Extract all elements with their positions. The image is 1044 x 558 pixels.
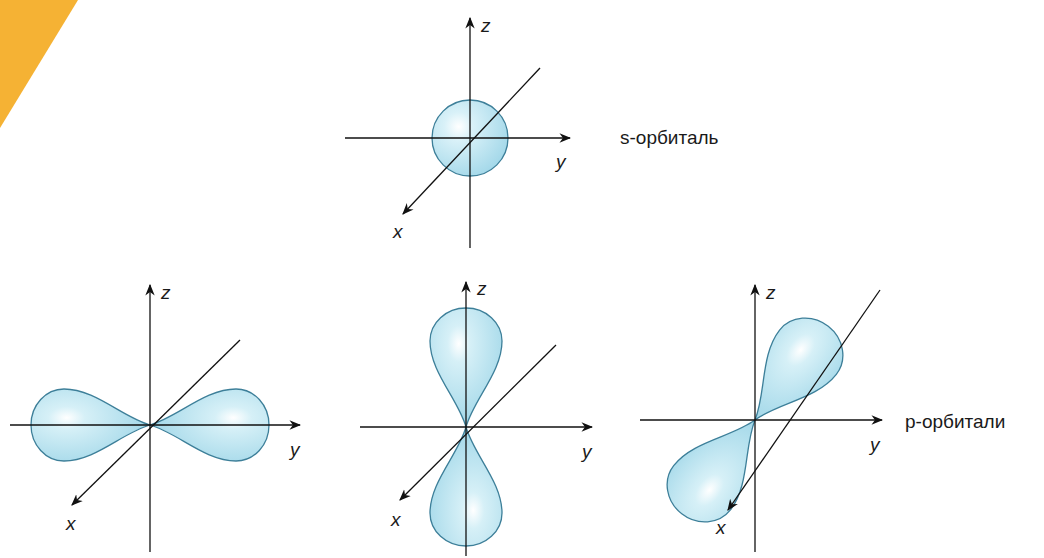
s-orbital-figure	[345, 18, 570, 248]
axis-label: y	[290, 440, 300, 459]
axis-label: z	[161, 283, 171, 302]
axis-label: x	[66, 514, 76, 533]
axis-label: x	[716, 518, 726, 537]
axis-label: y	[556, 152, 566, 171]
py-orbital-figure	[10, 285, 300, 552]
axis-label: y	[870, 435, 880, 454]
axis-label: z	[766, 283, 776, 302]
axis-label: z	[477, 279, 487, 298]
orbital-caption: p-орбитали	[905, 412, 1005, 431]
axis-label: x	[391, 510, 401, 529]
corner-accent	[0, 0, 78, 128]
px-orbital-figure	[640, 285, 882, 552]
axis-label: y	[582, 442, 592, 461]
axis-label: z	[481, 16, 491, 35]
pz-orbital-figure	[360, 282, 592, 556]
axis-label: x	[393, 222, 403, 241]
orbital-caption: s-орбиталь	[620, 128, 719, 147]
